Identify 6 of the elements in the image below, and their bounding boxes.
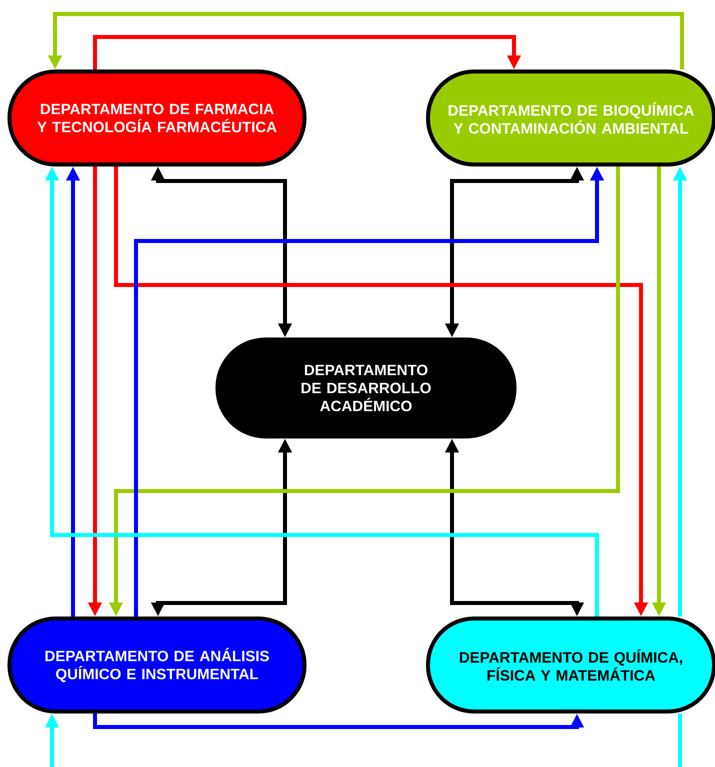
department-pill: DEPARTAMENTO DE FARMACIA Y TECNOLOGÍA FARMACÉUTICA [8, 70, 306, 166]
department-pill: DEPARTAMENTO DE ANÁLISIS QUÍMICO E INSTRUMENTAL [8, 616, 306, 714]
department-pill: DEPARTAMENTO DE QUÍMICA, FÍSICA Y MATEMÁTICA [426, 616, 715, 714]
arrow [93, 35, 522, 70]
department-pill: DEPARTAMENTO DE BIOQUÍMICA Y CONTAMINACIÓN AMBIENTAL [426, 70, 715, 166]
department-pill: DEPARTAMENTO DE DESARROLLO ACADÉMICO [216, 338, 516, 438]
